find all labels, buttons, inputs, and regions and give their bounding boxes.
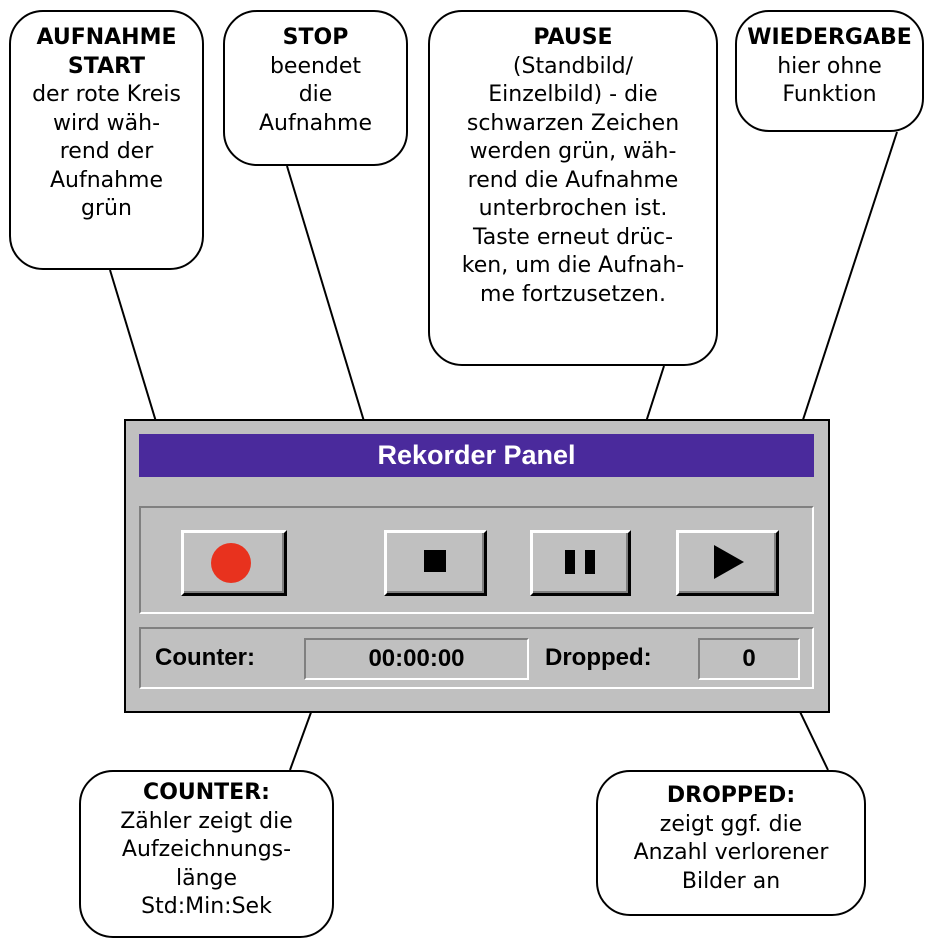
callout-play-line: hier ohne <box>777 53 882 79</box>
callout-record: AUFNAHME START der rote Kreis wird wäh- … <box>9 10 204 270</box>
callout-pause-line: (Standbild/ <box>512 53 634 79</box>
callout-play-line: Funktion <box>782 82 877 107</box>
play-button[interactable] <box>676 530 779 596</box>
callout-dropped-title: DROPPED: <box>666 783 796 808</box>
callout-pause-line: schwarzen Zeichen <box>466 110 680 136</box>
callout-record-title-2: START <box>67 53 146 79</box>
play-icon <box>714 545 744 579</box>
callout-dropped: DROPPED: zeigt ggf. die Anzahl verlorene… <box>596 770 866 916</box>
callout-record-line: wird wäh- <box>52 110 161 136</box>
panel-titlebar: Rekorder Panel <box>139 434 814 477</box>
record-button[interactable] <box>181 530 287 596</box>
callout-stop: STOP beendet die Aufnahme <box>223 10 408 166</box>
callout-stop-title: STOP <box>282 25 349 50</box>
callout-stop-line: die <box>298 82 333 107</box>
pause-button[interactable] <box>530 530 631 596</box>
callout-stop-line: Aufnahme <box>258 110 373 136</box>
callout-counter-line: Std:Min:Sek <box>141 894 272 919</box>
callout-pause-line: rend die Aufnahme <box>467 167 679 193</box>
callout-record-line: rend der <box>59 139 154 164</box>
callout-counter-title: COUNTER: <box>143 780 270 805</box>
record-icon <box>211 543 251 583</box>
recorder-panel-window: Rekorder Panel Counter: 00:00: <box>124 419 830 713</box>
callout-stop-line: beendet <box>269 53 362 79</box>
status-bar-group: Counter: 00:00:00 Dropped: 0 <box>139 627 814 689</box>
callout-dropped-line: Anzahl verlorener <box>633 840 829 865</box>
callout-play: WIEDERGABE hier ohne Funktion <box>735 10 924 132</box>
callout-counter: COUNTER: Zähler zeigt die Aufzeichnungs-… <box>79 770 334 938</box>
callout-record-line: grün <box>81 196 132 221</box>
transport-controls-group <box>139 506 814 614</box>
counter-label: Counter: <box>155 644 255 671</box>
callout-counter-line: Zähler zeigt die <box>120 808 293 834</box>
callout-pause-line: Taste erneut drüc- <box>472 224 674 250</box>
callout-pause-line: ken, um die Aufnah- <box>461 253 685 278</box>
callout-pause-line: me fortzusetzen. <box>480 281 666 307</box>
counter-display: 00:00:00 <box>304 638 529 680</box>
callout-counter-line: länge <box>175 865 238 891</box>
callout-pause-line: unterbrochen ist. <box>478 196 668 221</box>
dropped-label: Dropped: <box>545 644 652 671</box>
dropped-display: 0 <box>698 638 800 680</box>
callout-pause-line: werden grün, wäh- <box>469 139 677 164</box>
callout-dropped-line: Bilder an <box>681 868 781 894</box>
callout-pause-line: Einzelbild) - die <box>488 82 658 107</box>
pause-icon <box>563 550 599 574</box>
callout-counter-line: Aufzeichnungs- <box>121 837 292 862</box>
stop-button[interactable] <box>384 530 487 596</box>
callout-record-line: der rote Kreis <box>32 82 181 107</box>
callout-record-title-1: AUFNAHME <box>36 25 177 50</box>
callout-record-line: Aufnahme <box>49 167 164 193</box>
callout-pause-title: PAUSE <box>533 25 613 50</box>
stop-icon <box>424 550 446 572</box>
callout-play-title: WIEDERGABE <box>747 25 912 50</box>
callout-dropped-line: zeigt ggf. die <box>659 811 803 837</box>
callout-pause: PAUSE (Standbild/ Einzelbild) - die schw… <box>428 10 718 366</box>
